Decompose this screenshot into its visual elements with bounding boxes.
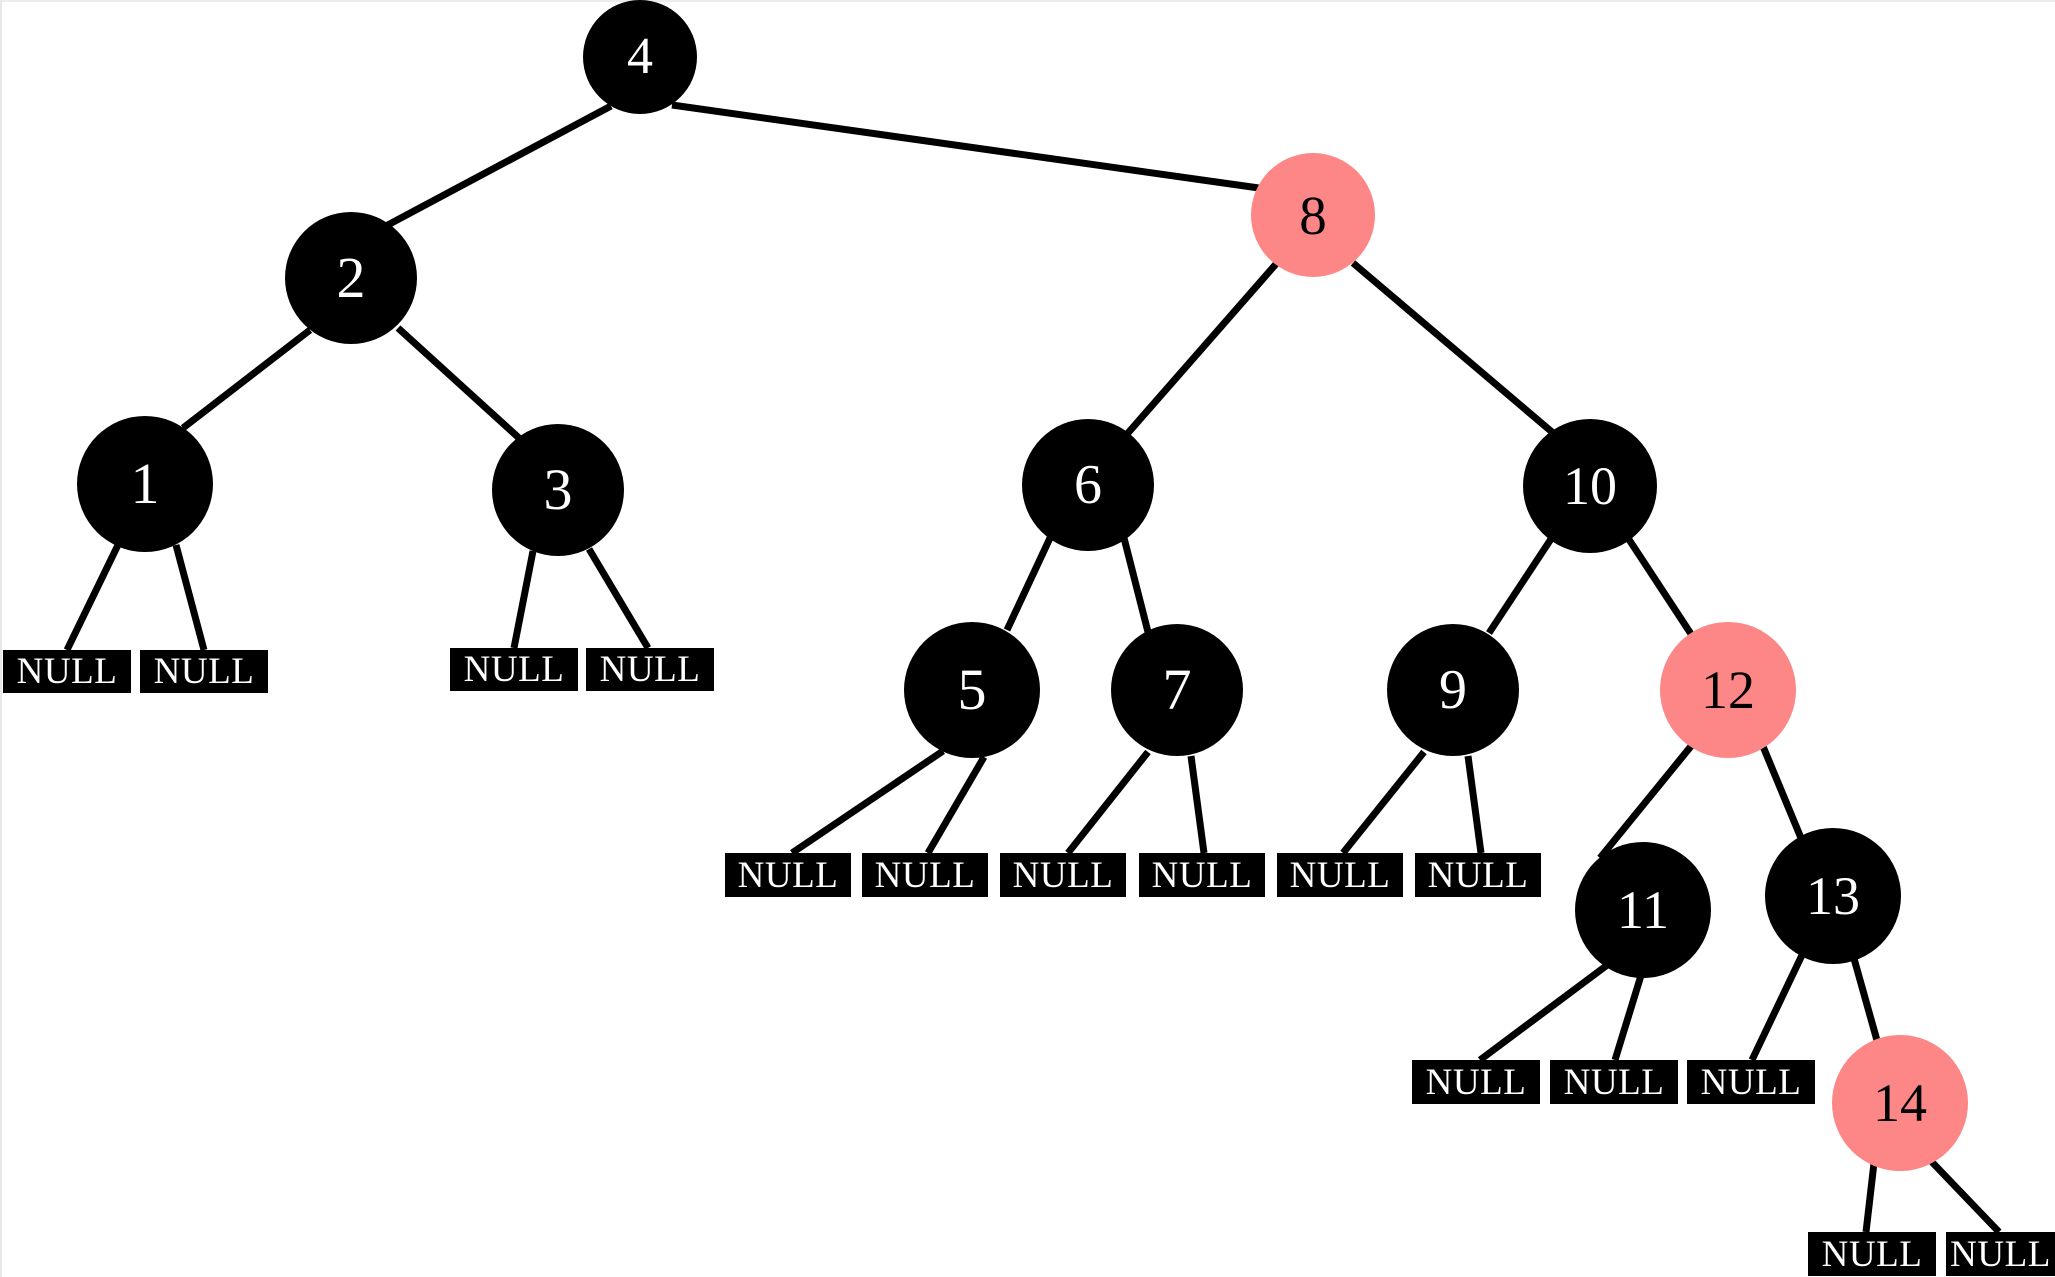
tree-edge-n8-n10	[1350, 260, 1555, 435]
tree-node-label: 10	[1563, 456, 1617, 516]
tree-node-label: 6	[1074, 454, 1102, 516]
tree-null-leaf: NULL	[1000, 853, 1126, 897]
tree-edge-n12-n11	[1597, 742, 1695, 861]
tree-node-label: 2	[336, 245, 366, 310]
tree-null-leaf-label: NULL	[1950, 1233, 2051, 1275]
tree-null-leaf: NULL	[1415, 853, 1541, 897]
tree-edge-n5-u6	[924, 755, 988, 855]
tree-node-3[interactable]: 3	[492, 424, 624, 556]
tree-null-leaf-label: NULL	[463, 649, 565, 690]
tree-node-label: 1	[130, 451, 160, 516]
tree-null-leaf-label: NULL	[1151, 854, 1253, 896]
tree-null-leaf-label: NULL	[1563, 1061, 1665, 1103]
tree-edge-n12-n13	[1758, 742, 1805, 840]
tree-null-leaf: NULL	[1808, 1232, 1936, 1276]
tree-edge-n1-u1	[63, 543, 122, 652]
tree-edge-n10-n9	[1486, 537, 1554, 635]
tree-edge-n11-u12	[1611, 967, 1647, 1062]
tree-edge-n13-n14	[1849, 954, 1882, 1045]
tree-null-leaf-label: NULL	[16, 651, 118, 692]
tree-null-leaf-label: NULL	[874, 854, 976, 896]
tree-null-leaf-label: NULL	[1289, 854, 1391, 896]
tree-node-2[interactable]: 2	[285, 212, 417, 344]
tree-edge-n9-u9	[1340, 749, 1427, 856]
tree-edge-n2-n3	[395, 325, 522, 441]
tree-node-12[interactable]: 12	[1660, 622, 1796, 758]
tree-edge-n2-n1	[180, 327, 313, 431]
canvas-left-border	[0, 0, 2, 1277]
tree-node-8[interactable]: 8	[1251, 153, 1375, 277]
tree-null-leaf: NULL	[1946, 1232, 2055, 1276]
tree-node-label: 5	[957, 657, 987, 722]
tree-node-label: 13	[1806, 866, 1860, 926]
tree-node-label: 11	[1617, 880, 1669, 940]
tree-node-6[interactable]: 6	[1022, 419, 1154, 551]
tree-null-leaf-label: NULL	[153, 651, 255, 692]
tree-edge-n6-n7	[1120, 537, 1152, 633]
tree-null-leaf: NULL	[140, 650, 268, 693]
tree-null-leaf: NULL	[450, 648, 578, 691]
tree-edge-n3-u3	[510, 550, 537, 649]
tree-node-label: 12	[1701, 660, 1755, 720]
tree-node-label: 3	[543, 457, 573, 522]
tree-node-label: 9	[1439, 659, 1467, 721]
tree-null-leaf-label: NULL	[1012, 854, 1114, 896]
canvas-top-border	[0, 0, 2055, 2]
tree-edge-n9-u10	[1464, 755, 1485, 854]
tree-null-leaf-label: NULL	[599, 649, 701, 690]
tree-node-label: 14	[1873, 1073, 1927, 1133]
tree-edge-n3-u4	[585, 547, 652, 650]
tree-node-11[interactable]: 11	[1575, 842, 1711, 978]
tree-null-leaf: NULL	[586, 648, 714, 691]
tree-edge-n10-n12	[1625, 536, 1696, 639]
tree-node-1[interactable]: 1	[77, 416, 213, 552]
tree-node-label: 4	[627, 28, 653, 85]
tree-null-leaf-label: NULL	[737, 854, 839, 896]
tree-null-leaf: NULL	[1277, 853, 1403, 897]
tree-edge-n4-n8	[671, 101, 1267, 193]
tree-null-leaf-label: NULL	[1427, 854, 1529, 896]
tree-null-leaf: NULL	[725, 853, 851, 897]
tree-edge-n11-u11	[1477, 960, 1613, 1063]
tree-null-leaf: NULL	[3, 650, 131, 693]
tree-node-13[interactable]: 13	[1765, 828, 1901, 964]
tree-edge-n13-u13	[1748, 951, 1807, 1062]
tree-edge-n8-n6	[1125, 261, 1279, 436]
tree-null-leaf: NULL	[862, 853, 988, 897]
tree-node-4[interactable]: 4	[583, 0, 697, 114]
tree-node-5[interactable]: 5	[904, 622, 1040, 758]
tree-null-leaf: NULL	[1687, 1060, 1815, 1104]
tree-edge-n7-u8	[1187, 755, 1208, 854]
tree-edge-n6-n5	[1003, 536, 1054, 632]
tree-edge-n7-u7	[1065, 749, 1151, 856]
tree-null-leaf-label: NULL	[1700, 1061, 1802, 1103]
tree-edge-n14-u14	[1862, 1162, 1878, 1233]
tree-null-leaf-label: NULL	[1821, 1233, 1923, 1275]
tree-null-leaf: NULL	[1139, 853, 1265, 897]
tree-null-leaf: NULL	[1412, 1060, 1540, 1104]
tree-node-label: 7	[1162, 657, 1192, 722]
tree-edge-n5-u5	[790, 748, 945, 856]
tree-node-7[interactable]: 7	[1111, 624, 1243, 756]
tree-edge-n4-n2	[380, 102, 613, 232]
tree-null-leaf: NULL	[1550, 1060, 1678, 1104]
tree-edge-n1-u2	[172, 544, 208, 651]
tree-edge-n14-u15	[1927, 1157, 2002, 1235]
tree-node-9[interactable]: 9	[1387, 624, 1519, 756]
tree-null-leaf-label: NULL	[1425, 1061, 1527, 1103]
tree-node-14[interactable]: 14	[1832, 1035, 1968, 1171]
tree-node-label: 8	[1299, 184, 1327, 246]
tree-node-10[interactable]: 10	[1523, 419, 1657, 553]
